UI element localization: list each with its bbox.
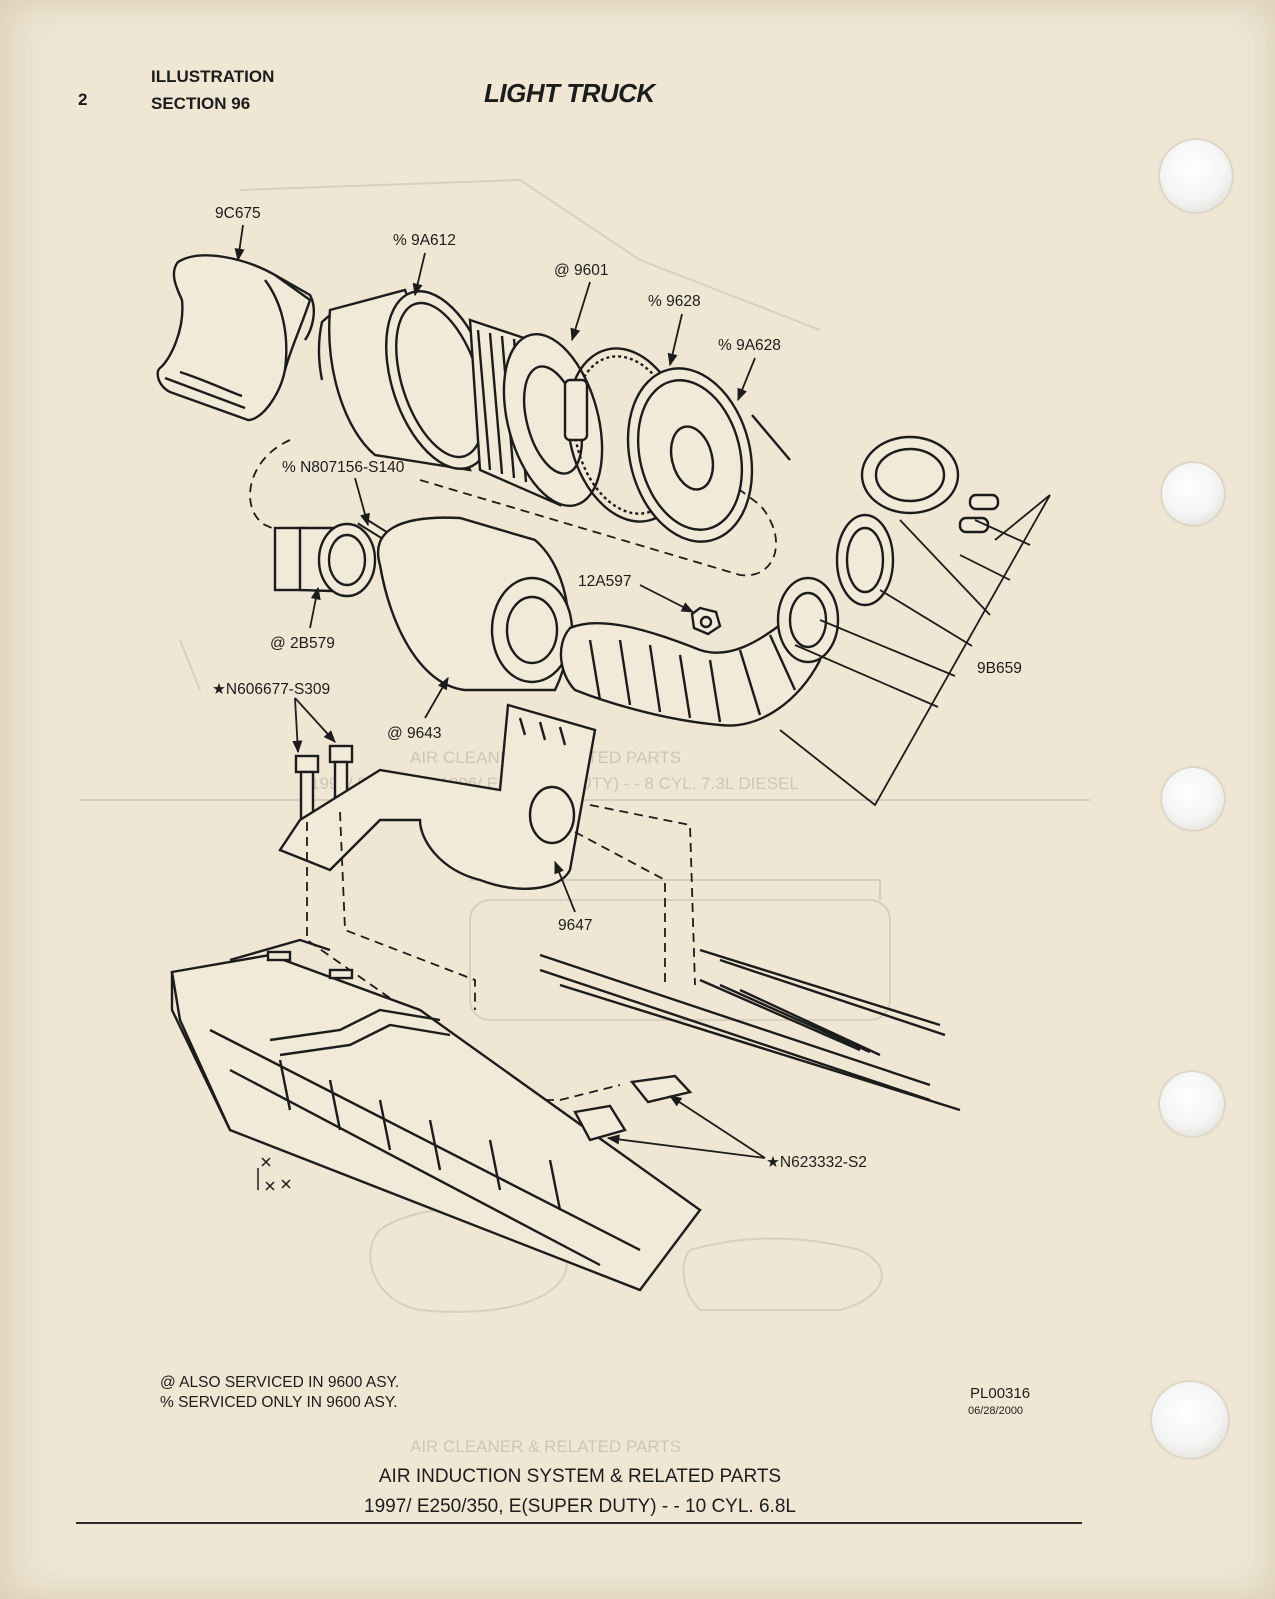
caption-line2: 1997/ E250/350, E(SUPER DUTY) - - 10 CYL…: [364, 1496, 796, 1517]
binder-hole: [1162, 463, 1224, 525]
caption-line1: AIR INDUCTION SYSTEM & RELATED PARTS: [378, 1466, 782, 1487]
support-bracket: [278, 703, 597, 890]
outlet-tube: [273, 522, 377, 598]
intake-hose: [559, 435, 1000, 727]
margin-marks: [257, 1157, 291, 1191]
callout-bolt: ★N606677-S309: [212, 681, 330, 698]
callout-element: @ 9601: [554, 262, 609, 279]
callout-housing-cover: % 9A612: [393, 232, 456, 249]
hose-callout-fan: [779, 494, 1051, 807]
callout-hose-assembly: 9B659: [977, 660, 1022, 677]
section-label: ILLUSTRATION SECTION 96: [151, 63, 274, 117]
radiator-support: [170, 938, 702, 1292]
clip-nuts: [573, 1074, 693, 1142]
page-title: LIGHT TRUCK: [484, 78, 655, 108]
callout-outlet-tube: @ 2B579: [270, 635, 335, 652]
binder-hole: [1162, 768, 1224, 830]
air-cleaner-housing: [377, 516, 574, 692]
plate-date: 06/28/2000: [968, 1405, 1024, 1417]
callout-clip-nut: ★N623332-S2: [766, 1154, 867, 1171]
callout-duct: 9C675: [215, 205, 261, 222]
binder-hole: [1160, 140, 1232, 212]
binder-hole: [1152, 1382, 1228, 1458]
filter-element: [468, 318, 604, 507]
callout-housing-end: % 9A628: [718, 337, 781, 354]
section-label-line2: SECTION 96: [151, 94, 251, 113]
part-callouts: 9C675 % 9A612 @ 9601 % 9628 % 9A628 % N8…: [212, 205, 1022, 1171]
frame-rails: [539, 948, 961, 1112]
callout-leaders: [234, 224, 766, 1159]
page-number: 2: [78, 90, 88, 109]
callout-clamp-ring: % 9628: [648, 293, 701, 310]
section-label-line1: ILLUSTRATION: [151, 67, 275, 86]
housing-end-plate: [626, 367, 791, 543]
callout-nut: 12A597: [578, 573, 631, 590]
callout-housing-body: @ 9643: [387, 725, 442, 742]
hose-nut: [690, 606, 722, 636]
bottom-rule: [76, 1522, 1082, 1524]
callout-hose-clamp: % N807156-S140: [282, 459, 405, 476]
air-inlet-duct: [156, 254, 315, 422]
callout-bracket: 9647: [558, 917, 592, 934]
binder-hole: [1160, 1072, 1224, 1136]
footnote-also-serviced: @ ALSO SERVICED IN 9600 ASY.: [160, 1374, 400, 1391]
plate-id: PL00316: [970, 1385, 1031, 1402]
clamp-dashed-outline: [249, 439, 777, 577]
air-cleaner-cover: [317, 288, 495, 472]
svg-text:AIR CLEANER & RELATED PARTS: AIR CLEANER & RELATED PARTS: [410, 1437, 681, 1456]
footnote-serviced-only: % SERVICED ONLY IN 9600 ASY.: [160, 1394, 398, 1411]
